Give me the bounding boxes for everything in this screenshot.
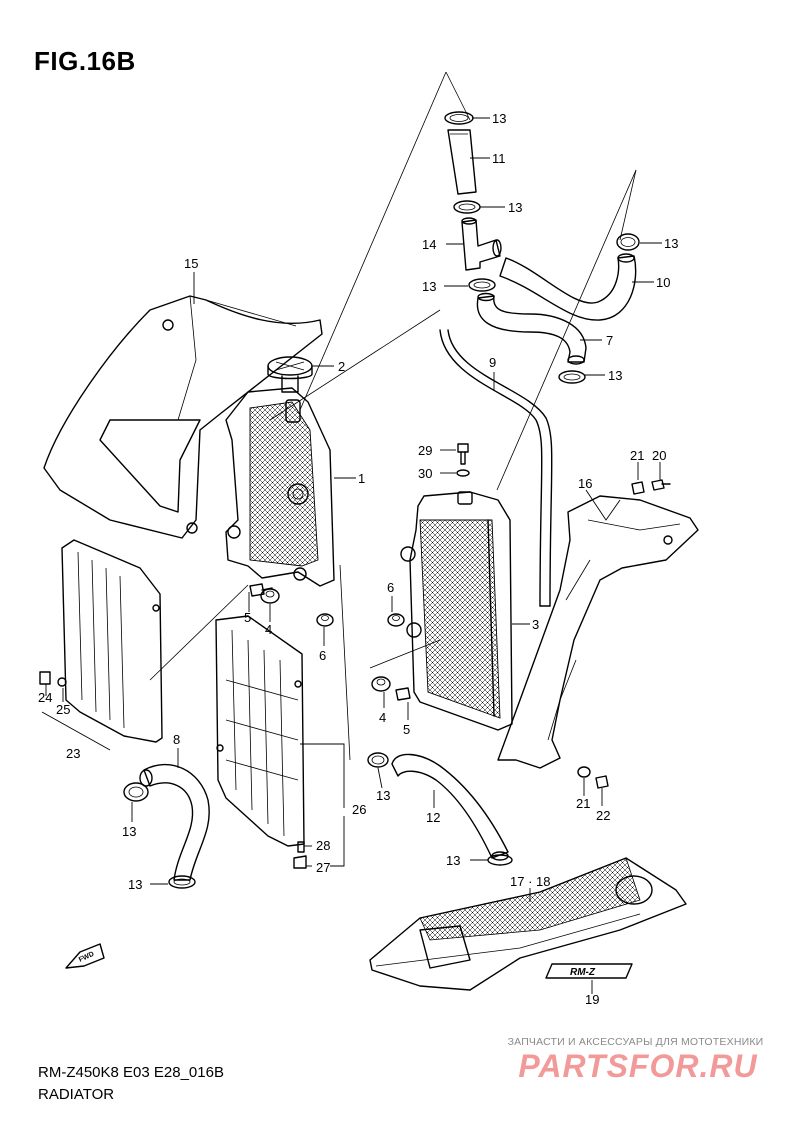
callout-21: 21: [630, 448, 644, 463]
callout-8: 8: [173, 732, 180, 747]
part-5-bolt-right: [395, 687, 411, 701]
callout-10: 10: [656, 275, 670, 290]
part-13-clamp-2: [453, 200, 481, 214]
part-9-breather-tube: [439, 329, 553, 607]
callout-11: 11: [492, 151, 506, 166]
part-12-hose: [391, 753, 509, 861]
callout-19: 19: [585, 992, 599, 1007]
part-13-clamp-3: [468, 278, 496, 292]
callout-13: 13: [492, 111, 506, 126]
callout-17-18: 17 · 18: [510, 874, 550, 889]
part-13-clamp-12-top: [367, 752, 389, 768]
diagram-code: RM-Z450K8 E03 E28_016B: [38, 1064, 224, 1081]
part-2-radiator-cap: [267, 356, 313, 393]
callout-27: 27: [316, 860, 330, 875]
callout-20: 20: [652, 448, 666, 463]
callout-13: 13: [128, 877, 142, 892]
part-30-washer: [456, 469, 470, 477]
part-13-clamp-5: [558, 370, 586, 384]
callout-28: 28: [316, 838, 330, 853]
part-6-collar-right: [387, 613, 405, 627]
callout-13: 13: [422, 279, 436, 294]
callout-30: 30: [418, 466, 432, 481]
callout-26: 26: [352, 802, 366, 817]
part-8-hose: [139, 763, 210, 881]
callout-13: 13: [376, 788, 390, 803]
part-15-left-shroud: [43, 295, 323, 539]
callout-2: 2: [338, 359, 345, 374]
callout-29: 29: [418, 443, 432, 458]
callout-7: 7: [606, 333, 613, 348]
part-21-nut-top: [631, 481, 645, 495]
watermark-tagline: ЗАПЧАСТИ И АКСЕССУАРЫ ДЛЯ МОТОТЕХНИКИ: [507, 1036, 764, 1048]
part-23-left-louver: [61, 539, 163, 743]
callout-14: 14: [422, 237, 436, 252]
part-29-bolt: [457, 443, 469, 465]
part-3-right-radiator: [400, 491, 513, 731]
callout-12: 12: [426, 810, 440, 825]
part-13-clamp-8-bottom: [168, 875, 196, 889]
figure-title: FIG.16B: [34, 46, 136, 76]
callout-6: 6: [387, 580, 394, 595]
callout-15: 15: [184, 256, 198, 271]
part-11-hose: [447, 129, 477, 195]
part-4-grommet-right: [371, 676, 391, 692]
callout-25: 25: [56, 702, 70, 717]
callout-13: 13: [664, 236, 678, 251]
part-22-bolt: [595, 775, 609, 789]
fwd-arrow-icon: FWD: [65, 943, 105, 969]
part-10-hose: [499, 253, 637, 321]
part-14-t-joint: [461, 217, 502, 271]
callout-13: 13: [122, 824, 136, 839]
callout-leaders: [41, 117, 662, 994]
part-1-left-radiator: [225, 387, 335, 587]
callout-13: 13: [508, 200, 522, 215]
part-28-clip: [297, 841, 305, 853]
callout-21: 21: [576, 796, 590, 811]
part-19-emblem: RM-Z: [545, 963, 633, 979]
callout-23: 23: [66, 746, 80, 761]
assembly-guide-lines: [149, 71, 637, 761]
part-26-radiator-guard: [215, 615, 305, 847]
callout-3: 3: [532, 617, 539, 632]
callout-22: 22: [596, 808, 610, 823]
callout-13: 13: [446, 853, 460, 868]
part-13-clamp-8-top: [123, 782, 149, 802]
callout-13: 13: [608, 368, 622, 383]
part-7-hose: [476, 292, 587, 365]
part-27-clip: [293, 855, 307, 869]
part-16-right-shroud: [497, 495, 699, 769]
callout-9: 9: [489, 355, 496, 370]
callout-5: 5: [403, 722, 410, 737]
callout-24: 24: [38, 690, 52, 705]
watermark-logo: PARTSFOR.RU: [518, 1048, 758, 1084]
svg-text:RM-Z: RM-Z: [570, 967, 596, 978]
part-20-bolt: [651, 479, 671, 491]
part-4-grommet-left: [260, 588, 280, 604]
part-6-collar-left: [316, 613, 334, 627]
callout-labels: 13 11 13 14 13 13 10 7 13 15 2 9 1 29 30…: [38, 111, 678, 1007]
part-24-clip: [39, 671, 51, 685]
diagram-name: RADIATOR: [38, 1086, 115, 1103]
callout-4: 4: [265, 622, 272, 637]
callout-6: 6: [319, 648, 326, 663]
callout-16: 16: [578, 476, 592, 491]
callout-1: 1: [358, 471, 365, 486]
part-13-clamp-4: [616, 233, 640, 251]
part-25-screw: [57, 677, 67, 687]
part-21-nut-bottom: [577, 766, 591, 778]
callout-5: 5: [244, 610, 251, 625]
callout-4: 4: [379, 710, 386, 725]
